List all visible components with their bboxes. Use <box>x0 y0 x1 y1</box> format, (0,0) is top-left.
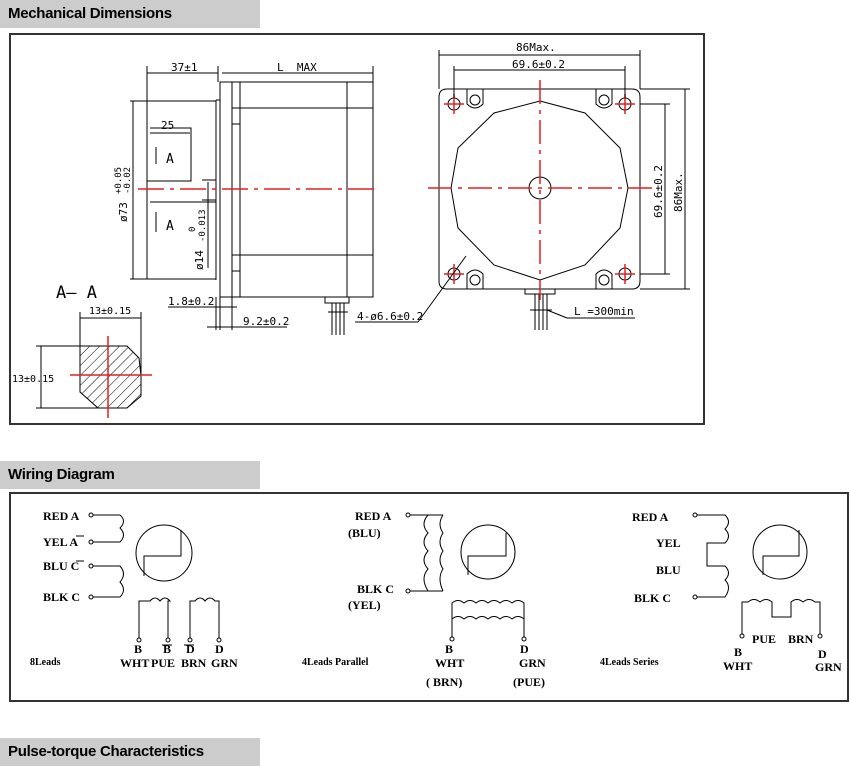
hole-spacing-label: 69.6±0.2 <box>512 58 565 71</box>
pulse-torque-header: Pulse-torque Characteristics <box>0 738 260 766</box>
pilot-diameter-dim: ø73 +0.05 -0.02 <box>114 167 133 222</box>
shaft-dia-label: ø14 <box>193 250 206 270</box>
section-mark-top: A <box>166 152 174 167</box>
overall-width-label: 86Max. <box>516 41 556 54</box>
side-dimension-lines <box>130 66 374 330</box>
shoulder-label: 9.2±0.2 <box>243 315 289 328</box>
wiring-diagram-panel <box>9 492 849 702</box>
shaft-tol-lower: -0.013 <box>198 209 208 242</box>
pilot-tol-upper: +0.05 <box>114 167 124 194</box>
wiring-diagram-title: Wiring Diagram <box>8 466 115 483</box>
holes-label: 4-ø6.6±0.2 <box>357 310 423 323</box>
pilot-depth-label: 1.8±0.2 <box>168 295 214 308</box>
mechanical-dimensions-header: Mechanical Dimensions <box>0 0 260 28</box>
body-length-label: L MAX <box>277 61 317 74</box>
pulse-torque-title: Pulse-torque Characteristics <box>8 743 204 760</box>
section-height-label: 13±0.15 <box>12 374 54 385</box>
flat-length-label: 25 <box>161 119 174 132</box>
front-dimension-lines <box>355 50 690 323</box>
overall-height-label: 86Max. <box>672 172 685 212</box>
section-mark-bottom: A <box>166 219 174 234</box>
hole-spacing-vertical-label: 69.6±0.2 <box>652 165 665 218</box>
section-title: A— A <box>56 283 97 303</box>
shaft-diameter-dim: ø14 0 -0.013 <box>188 209 208 270</box>
section-view <box>36 312 152 418</box>
lead-length-label: L =300min <box>574 305 634 318</box>
pilot-dia-label: ø73 <box>117 202 130 222</box>
front-centerlines <box>428 80 652 300</box>
mechanical-dimensions-title: Mechanical Dimensions <box>8 5 172 22</box>
pilot-tol-lower: -0.02 <box>123 167 133 194</box>
section-width-label: 13±0.15 <box>89 306 131 317</box>
flange-length-label: 37±1 <box>171 61 198 74</box>
wiring-diagram-header: Wiring Diagram <box>0 461 260 489</box>
shaft-tol-upper: 0 <box>188 227 198 232</box>
